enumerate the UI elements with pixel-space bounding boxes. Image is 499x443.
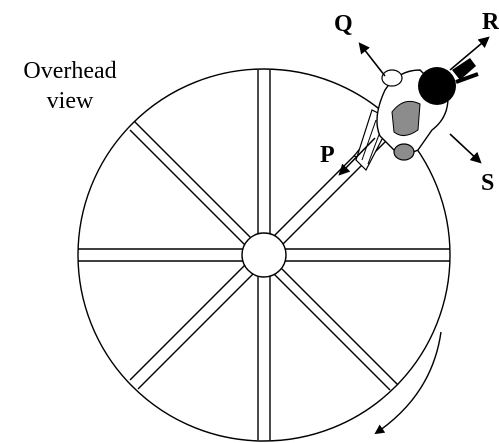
arrow-q — [358, 42, 386, 77]
caption-line-2: view — [47, 88, 94, 114]
right-hand — [393, 143, 415, 161]
arrow-s — [449, 133, 482, 164]
label-q: Q — [334, 11, 353, 37]
center-hub — [241, 232, 287, 278]
head — [418, 67, 456, 105]
label-p: P — [320, 142, 335, 168]
arrow-p — [338, 137, 376, 176]
left-shoulder — [381, 69, 403, 87]
ponytail — [452, 58, 476, 80]
label-r: R — [482, 9, 499, 35]
merry-go-round — [77, 68, 451, 442]
caption-line-1: Overhead — [23, 58, 116, 84]
arrow-r — [449, 36, 490, 71]
label-s: S — [481, 170, 494, 196]
direction-arrows — [338, 36, 490, 176]
shirt — [391, 100, 421, 136]
rotation-arrow — [374, 331, 442, 435]
